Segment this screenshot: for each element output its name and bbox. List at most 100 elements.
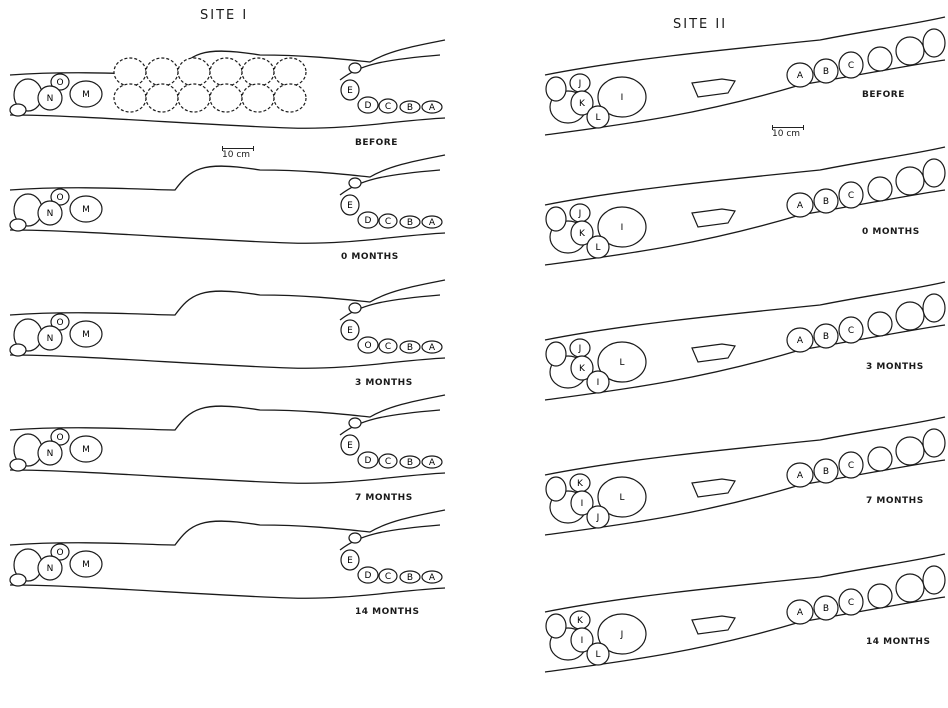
stone-label: L	[619, 493, 624, 503]
stone-label: C	[848, 461, 854, 471]
stone	[146, 84, 178, 112]
site2-panel-label: 3 MONTHS	[866, 362, 924, 372]
stone-label: L	[619, 358, 624, 368]
stone-label: N	[47, 564, 54, 574]
stone-slab	[692, 79, 735, 97]
stone	[349, 178, 361, 188]
stone	[896, 167, 924, 195]
site1-panel-label: 14 MONTHS	[355, 607, 419, 617]
stone-label: C	[848, 598, 854, 608]
stone-label: A	[429, 573, 436, 583]
site1-title: SITE I	[200, 8, 248, 23]
stone	[923, 29, 945, 57]
stone-label: B	[823, 467, 829, 477]
stone-slab	[692, 209, 735, 227]
channel-outline	[10, 510, 445, 545]
stone-label: O	[56, 78, 63, 88]
site1-panel-label: 3 MONTHS	[355, 378, 413, 388]
site1-panel-label: 0 MONTHS	[341, 252, 399, 262]
stone-label: E	[347, 326, 353, 336]
stone	[868, 177, 892, 201]
site1-panel-label: 7 MONTHS	[355, 493, 413, 503]
stone-label: C	[848, 326, 854, 336]
stone	[923, 566, 945, 594]
stone	[10, 344, 26, 356]
stone	[178, 84, 210, 112]
channel-outline	[10, 355, 445, 368]
site2-panel-label: BEFORE	[862, 90, 905, 100]
stone-label: B	[823, 332, 829, 342]
stone	[896, 574, 924, 602]
stone-label: C	[385, 457, 391, 467]
stone	[146, 58, 178, 86]
stone	[868, 312, 892, 336]
stone-label: L	[595, 243, 600, 253]
stone-label: B	[407, 103, 413, 113]
stone-label: N	[47, 334, 54, 344]
stone-label: N	[47, 209, 54, 219]
stone	[923, 429, 945, 457]
site2-title: SITE II	[673, 17, 727, 32]
site2-panel-label: 0 MONTHS	[862, 227, 920, 237]
site1-panel-label: BEFORE	[355, 138, 398, 148]
stone	[868, 47, 892, 71]
stone	[923, 294, 945, 322]
site2-scale-bar	[772, 127, 804, 128]
stone	[10, 574, 26, 586]
stone-label: D	[365, 456, 372, 466]
stone	[242, 84, 274, 112]
stone-label: A	[797, 471, 804, 481]
site1-scale-label: 10 cm	[222, 150, 250, 160]
stone-label: M	[82, 560, 90, 570]
stone	[114, 58, 146, 86]
stone	[923, 159, 945, 187]
stone-label: C	[385, 342, 391, 352]
stone-label: J	[620, 630, 624, 640]
stone	[114, 84, 146, 112]
stone-slab	[692, 479, 735, 497]
site1-scale-bar	[222, 148, 254, 149]
channel-outline	[10, 585, 445, 598]
stone-label: I	[621, 93, 624, 103]
stone-slab	[692, 344, 735, 362]
stone	[210, 58, 242, 86]
site2-panel-label: 14 MONTHS	[866, 637, 930, 647]
stone	[896, 302, 924, 330]
stone	[546, 477, 566, 501]
stone-label: A	[797, 336, 804, 346]
stone-label: A	[797, 608, 804, 618]
stone-label: B	[823, 197, 829, 207]
stone-label: J	[578, 79, 582, 89]
stone-label: O	[56, 548, 63, 558]
stone-label: C	[385, 217, 391, 227]
stone-label: A	[429, 458, 436, 468]
stone-label: C	[848, 191, 854, 201]
stone-label: E	[347, 556, 353, 566]
site2-scale-label: 10 cm	[772, 129, 800, 139]
stone-label: I	[621, 223, 624, 233]
stone-label: I	[581, 636, 584, 646]
stone-label: M	[82, 205, 90, 215]
stone-label: O	[364, 341, 371, 351]
stone-label: M	[82, 445, 90, 455]
stone	[546, 342, 566, 366]
stone	[546, 77, 566, 101]
channel-outline	[10, 395, 445, 430]
stone-label: D	[365, 571, 372, 581]
stone-label: L	[595, 650, 600, 660]
channel-outline	[10, 230, 445, 243]
stone	[868, 584, 892, 608]
stone-label: I	[597, 378, 600, 388]
stone-slab	[692, 616, 735, 634]
stone	[349, 63, 361, 73]
channel-outline	[10, 115, 445, 128]
stone-label: A	[429, 218, 436, 228]
stone	[349, 303, 361, 313]
stone	[868, 447, 892, 471]
stone-label: E	[347, 201, 353, 211]
stone-label: D	[365, 101, 372, 111]
stone	[242, 58, 274, 86]
stone-label: C	[385, 572, 391, 582]
